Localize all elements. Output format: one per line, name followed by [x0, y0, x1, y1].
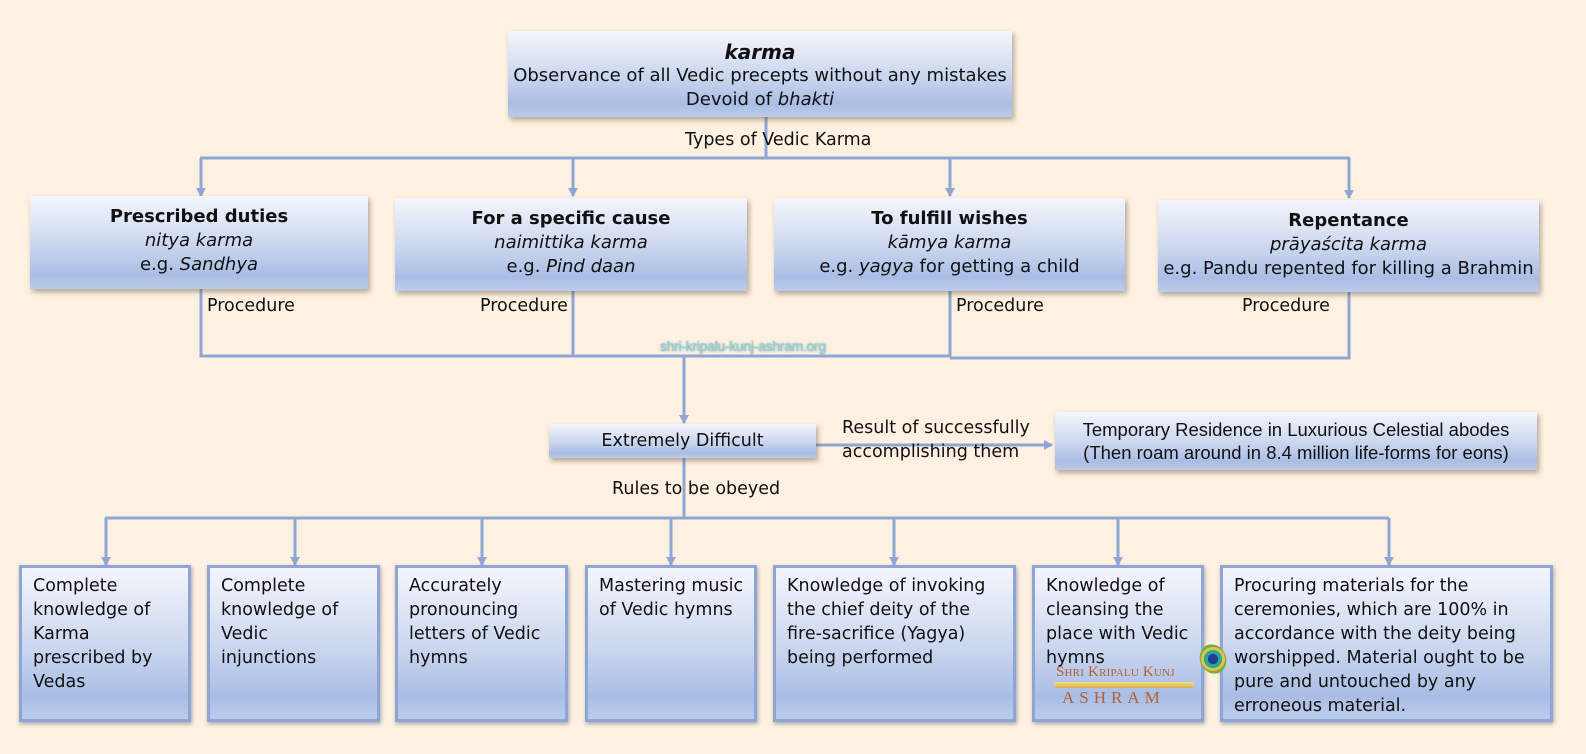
result-line-2: (Then roam around in 8.4 million life-fo… — [1083, 442, 1509, 463]
rule-text-line: being performed — [787, 648, 934, 668]
root-title: karma — [724, 40, 796, 64]
rule-box-procuring-materials: Procuring materials for the ceremonies, … — [1220, 565, 1553, 722]
type-box-prescribed-duties: Prescribed duties nitya karma e.g. Sandh… — [30, 196, 368, 289]
type-sanskrit: kāmya karma — [887, 232, 1012, 253]
root-description: Observance of all Vedic precepts without… — [513, 65, 1007, 86]
logo-line-1: Shri Kripalu Kunj — [1056, 664, 1175, 680]
rule-text-line: Vedic — [221, 624, 268, 644]
rule-text-line: knowledge of — [221, 600, 339, 620]
rule-text-line: Karma — [33, 624, 90, 644]
watermark-url: shri-kripalu-kunj-ashram.org — [660, 338, 826, 354]
rule-box-invoking-deity: Knowledge of invoking the chief deity of… — [773, 565, 1016, 722]
label-procedure-1: Procedure — [207, 296, 295, 316]
label-procedure-2: Procedure — [480, 296, 568, 316]
rule-text-line: prescribed by — [33, 648, 153, 668]
ashram-logo: Shri Kripalu Kunj ASHRAM — [1054, 639, 1232, 712]
rule-text-line: of Vedic hymns — [599, 600, 733, 620]
rule-text-line: Mastering music — [599, 576, 744, 596]
rule-text-line: ceremonies, which are 100% in — [1234, 600, 1509, 620]
rule-text-line: Procuring materials for the — [1234, 576, 1469, 596]
type-sanskrit: nitya karma — [144, 230, 254, 251]
root-karma-box: karma Observance of all Vedic precepts w… — [508, 31, 1012, 117]
connector-procedure-4 — [950, 292, 1351, 360]
root-devoid: Devoid of bhakti — [685, 89, 835, 110]
label-rules-to-be-obeyed: Rules to be obeyed — [612, 479, 781, 499]
logo-line-2: ASHRAM — [1062, 688, 1165, 707]
type-title: For a specific cause — [471, 208, 671, 229]
rule-text-line: hymns — [1046, 648, 1105, 668]
label-result-line-2: accomplishing them — [842, 442, 1020, 462]
label-result-line-1: Result of successfully — [842, 418, 1030, 438]
rule-text-line: Complete — [33, 576, 118, 596]
extremely-difficult-label: Extremely Difficult — [601, 431, 764, 451]
rule-box-music: Mastering music of Vedic hymns — [585, 565, 757, 722]
label-procedure-3: Procedure — [956, 296, 1044, 316]
rule-text-line: injunctions — [221, 648, 317, 668]
type-box-fulfill-wishes: To fulfill wishes kāmya karma e.g. yagya… — [774, 198, 1125, 291]
rule-text-line: pure and untouched by any — [1234, 672, 1477, 692]
flute-icon — [1054, 682, 1194, 688]
rule-text-line: worshipped. Material ought to be — [1234, 648, 1525, 668]
label-types-of-vedic-karma: Types of Vedic Karma — [685, 130, 872, 150]
result-celestial-abodes-box: Temporary Residence in Luxurious Celesti… — [1055, 412, 1537, 470]
type-example: e.g. Pind daan — [506, 256, 636, 277]
rule-box-karma-knowledge: Complete knowledge of Karma prescribed b… — [19, 565, 191, 722]
rule-text-line: place with Vedic — [1046, 624, 1189, 644]
rule-text-line: Knowledge of invoking — [787, 576, 986, 596]
type-example: e.g. Pandu repented for killing a Brahmi… — [1163, 258, 1534, 279]
label-procedure-4: Procedure — [1242, 296, 1330, 316]
rule-text-line: knowledge of — [33, 600, 151, 620]
type-title: Prescribed duties — [109, 206, 289, 227]
rule-text-line: accordance with the deity being — [1234, 624, 1516, 644]
type-example: e.g. Sandhya — [139, 254, 259, 275]
type-example: e.g. yagya for getting a child — [819, 256, 1080, 277]
rule-text-line: Knowledge of — [1046, 576, 1165, 596]
rule-text-line: Complete — [221, 576, 306, 596]
type-sanskrit: prāyaścita karma — [1269, 234, 1428, 255]
rule-text-line: letters of Vedic — [409, 624, 541, 644]
rule-box-vedic-injunctions: Complete knowledge of Vedic injunctions — [207, 565, 380, 722]
rule-text-line: pronouncing — [409, 600, 519, 620]
rule-box-cleansing: Knowledge of cleansing the place with Ve… — [1032, 565, 1204, 722]
rule-text-line: the chief deity of the — [787, 600, 971, 620]
rule-text-line: erroneous material. — [1234, 696, 1407, 716]
extremely-difficult-box: Extremely Difficult — [549, 424, 816, 458]
rule-text-line: Vedas — [33, 672, 86, 692]
connector-procedure-1 — [199, 289, 684, 358]
type-title: Repentance — [1288, 210, 1409, 231]
connector-procedure-3 — [573, 291, 952, 358]
type-title: To fulfill wishes — [871, 208, 1028, 229]
type-box-specific-cause: For a specific cause naimittika karma e.… — [395, 198, 747, 291]
rule-text-line: cleansing the — [1046, 600, 1164, 620]
type-sanskrit: naimittika karma — [494, 232, 648, 253]
rule-text-line: Accurately — [409, 576, 502, 596]
type-box-repentance: Repentance prāyaścita karma e.g. Pandu r… — [1158, 200, 1539, 292]
rule-text-line: fire-sacrifice (Yagya) — [787, 624, 966, 644]
result-line-1: Temporary Residence in Luxurious Celesti… — [1082, 419, 1510, 440]
rule-box-pronouncing: Accurately pronouncing letters of Vedic … — [395, 565, 568, 722]
rule-text-line: hymns — [409, 648, 468, 668]
